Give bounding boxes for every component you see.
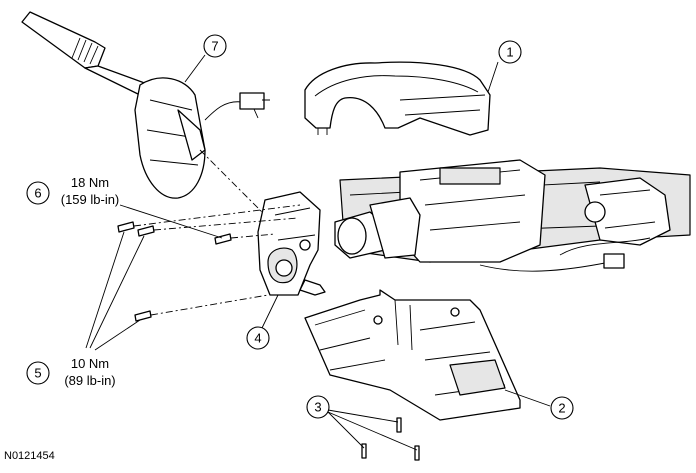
callout-circle-1 xyxy=(498,40,522,64)
callout-circle-7 xyxy=(203,34,227,58)
callout-number-1: 1 xyxy=(506,45,513,60)
upper-shroud xyxy=(304,61,491,136)
callout-circle-6 xyxy=(26,181,50,205)
torque-upper-nm: 18 Nm xyxy=(71,175,109,190)
callout-circle-4 xyxy=(246,326,270,350)
callout-number-5: 5 xyxy=(34,366,41,381)
callouts: 1 2 3 4 5 6 7 xyxy=(26,34,574,451)
callout-number-2: 2 xyxy=(558,401,565,416)
callout-circle-3 xyxy=(306,395,330,419)
callout-circle-2 xyxy=(550,396,574,420)
multifunction-switch xyxy=(21,11,271,221)
steering-column xyxy=(334,159,691,272)
figure-id: N0121454 xyxy=(4,450,55,462)
mechanism-bracket xyxy=(257,191,326,296)
lower-shroud xyxy=(304,289,521,421)
callout-number-6: 6 xyxy=(34,186,41,201)
torque-upper-lbin: (159 lb-in) xyxy=(61,192,120,207)
callout-number-3: 3 xyxy=(314,400,321,415)
torque-lower-lbin: (89 lb-in) xyxy=(64,373,115,388)
torque-specs: 18 Nm (159 lb-in) 10 Nm (89 lb-in) xyxy=(61,175,120,388)
callout-number-4: 4 xyxy=(254,331,261,346)
torque-lower-nm: 10 Nm xyxy=(71,356,109,371)
callout-circle-5 xyxy=(26,361,50,385)
callout-number-7: 7 xyxy=(211,39,218,54)
